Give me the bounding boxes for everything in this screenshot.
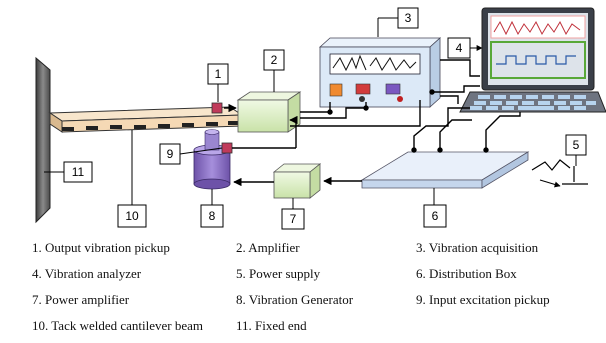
label-7: 7 — [281, 208, 305, 230]
laptop-keyboard — [470, 95, 596, 110]
label-6: 6 — [423, 204, 447, 228]
label-4: 4 — [447, 37, 471, 59]
acquisition-knob-purple — [385, 83, 401, 95]
legend-item-1: 1. Output vibration pickup — [32, 240, 170, 255]
label-3: 3 — [397, 7, 419, 29]
acquisition-knob-red — [355, 83, 371, 95]
svg-text:8: 8 — [209, 209, 216, 223]
legend-item-6: 6. Distribution Box — [416, 266, 517, 281]
legend-item-4: 4. Vibration analyzer — [32, 266, 142, 281]
label-10: 10 — [117, 204, 147, 228]
svg-text:2: 2 — [271, 53, 278, 67]
label-5: 5 — [565, 134, 587, 156]
svg-text:9: 9 — [167, 147, 174, 161]
legend-item-11: 11. Fixed end — [236, 318, 307, 333]
label-9: 9 — [159, 143, 181, 165]
svg-text:11: 11 — [72, 165, 85, 179]
component-legend: 1. Output vibration pickup 2. Amplifier … — [0, 232, 606, 343]
svg-text:3: 3 — [405, 11, 412, 25]
legend-item-9: 9. Input excitation pickup — [416, 292, 550, 307]
legend-item-5: 5. Power supply — [236, 266, 321, 281]
legend-item-10: 10. Tack welded cantilever beam — [32, 318, 204, 333]
vibration-generator — [193, 129, 231, 190]
svg-text:7: 7 — [290, 212, 297, 226]
power-supply-plug — [531, 159, 588, 188]
label-2: 2 — [263, 49, 285, 71]
legend-item-8: 8. Vibration Generator — [236, 292, 354, 307]
legend-item-2: 2. Amplifier — [236, 240, 300, 255]
connection-cables — [224, 59, 521, 187]
tack-weld-marks — [62, 121, 240, 131]
power-amplifier — [272, 163, 322, 199]
svg-text:5: 5 — [573, 138, 580, 152]
vibration-acquisition-unit — [318, 37, 442, 108]
svg-text:6: 6 — [432, 209, 439, 223]
legend-item-7: 7. Power amplifier — [32, 292, 130, 307]
output-vibration-pickup — [211, 102, 223, 114]
label-8: 8 — [200, 204, 224, 228]
vibration-test-setup-diagram: 1 2 3 4 5 6 7 8 — [35, 7, 606, 230]
svg-text:4: 4 — [456, 41, 463, 55]
fixed-end-wall — [35, 56, 51, 224]
label-1: 1 — [207, 63, 229, 85]
distribution-box — [360, 151, 530, 189]
vibration-analyzer-laptop — [459, 7, 606, 113]
legend-item-3: 3. Vibration acquisition — [416, 240, 539, 255]
svg-text:10: 10 — [125, 209, 139, 223]
callout-labels: 1 2 3 4 5 6 7 8 — [63, 7, 587, 230]
acquisition-knob-orange — [329, 83, 343, 97]
label-11: 11 — [63, 161, 93, 183]
svg-text:1: 1 — [215, 67, 222, 81]
input-excitation-pickup — [221, 142, 233, 154]
callout-lines — [44, 17, 577, 209]
